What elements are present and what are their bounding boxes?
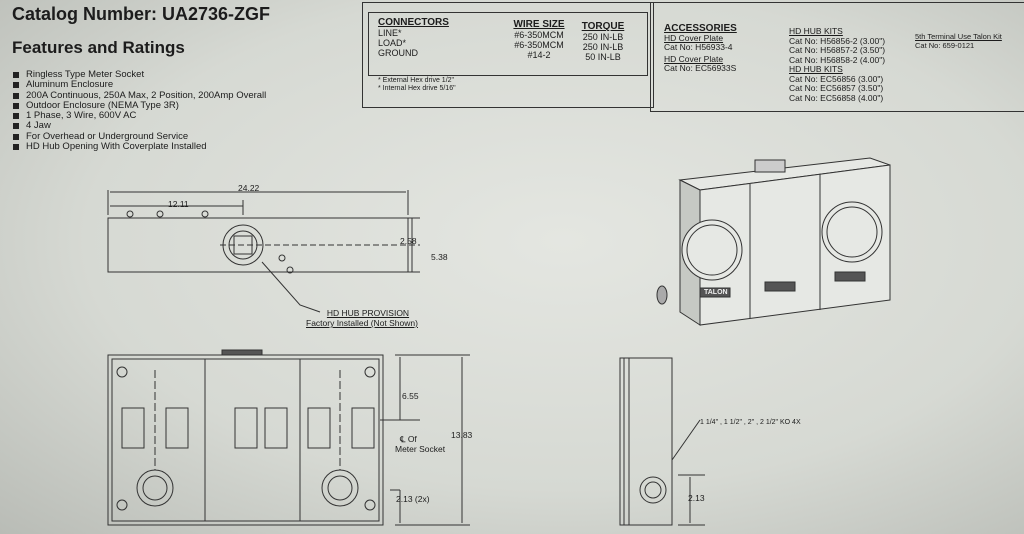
talon-kit: 5th Terminal Use Talon Kit Cat No: 659-0…	[915, 32, 1002, 50]
connector-name: LOAD*	[378, 38, 407, 48]
wire-size: #14-2	[527, 50, 551, 60]
torque-column: TORQUE 250 IN-LB 250 IN-LB 50 IN-LB	[578, 21, 628, 63]
hub-kit-item: Cat No: H56857-2 (3.50")	[789, 45, 886, 55]
top-view-drawing	[107, 190, 420, 313]
cover-plate-cat: Cat No: EC56933S	[664, 63, 737, 73]
dim-side-ko: 2.13	[688, 493, 705, 503]
accessories-box	[650, 2, 1024, 112]
side-view-drawing	[619, 357, 705, 526]
hub-note-title: HD HUB PROVISION	[326, 308, 410, 318]
centerline-text: Meter Socket	[395, 444, 446, 454]
feature-item: 1 Phase, 3 Wire, 600V AC	[12, 110, 266, 121]
dim-ko-offset: 2.13 (2x)	[396, 494, 430, 504]
wire-size-column: WIRE SIZE #6-350MCM #6-350MCM #14-2	[506, 19, 572, 61]
dim-half-width: 12.11	[168, 199, 189, 209]
hub-kit-label: HD HUB KITS	[789, 26, 843, 36]
hub-kit-item: Cat No: EC56856 (3.00")	[789, 73, 884, 84]
cover-plate-label: HD Cover Plate	[664, 32, 724, 43]
features-list: Ringless Type Meter Socket Aluminum Encl…	[12, 69, 266, 152]
dim-overall-width: 24.22	[238, 183, 260, 193]
wire-size: #6-350MCM	[514, 40, 564, 50]
talon-kit-label: 5th Terminal Use Talon Kit	[915, 32, 1002, 41]
feature-item: For Overhead or Underground Service	[12, 131, 266, 142]
hub-kits: HD HUB KITS Cat No: H56856-2 (3.00") Cat…	[789, 26, 886, 103]
feature-item: HD Hub Opening With Coverplate Installed	[12, 141, 266, 152]
section-title: Features and Ratings	[12, 38, 185, 57]
feature-item: Ringless Type Meter Socket	[12, 69, 266, 80]
dim-depth: 5.38	[431, 252, 448, 262]
feature-item: 200A Continuous, 250A Max, 2 Position, 2…	[12, 90, 266, 101]
dim-hub-height: 2.58	[400, 236, 417, 246]
connector-name: LINE*	[378, 28, 402, 38]
hub-kit-label: HD HUB KITS	[789, 64, 843, 74]
hub-kit-item: Cat No: H56856-2 (3.00")	[789, 35, 886, 46]
feature-item: Aluminum Enclosure	[12, 79, 266, 90]
connectors-header: CONNECTORS	[378, 17, 449, 28]
torque: 50 IN-LB	[585, 52, 621, 62]
hub-kit-item: Cat No: EC56858 (4.00")	[789, 92, 884, 103]
feature-item: 4 Jaw	[12, 121, 266, 131]
feature-item: Outdoor Enclosure (NEMA Type 3R)	[12, 100, 266, 111]
hub-kit-item: Cat No: EC56857 (3.50")	[789, 83, 884, 93]
connectors-table	[368, 12, 648, 76]
connectors-column: CONNECTORS LINE* LOAD* GROUND	[378, 17, 449, 59]
connectors-box	[362, 2, 654, 108]
brand-label: TALON	[704, 289, 728, 296]
torque: 250 IN-LB	[582, 32, 624, 42]
accessories-cover-plates: ACCESSORIES HD Cover Plate Cat No: H5693…	[664, 24, 737, 74]
front-view-drawing	[107, 349, 470, 526]
cover-plate-cat: Cat No: H56933-4	[664, 42, 733, 52]
torque: 250 IN-LB	[582, 42, 624, 52]
hub-note-detail: Factory Installed (Not Shown)	[306, 318, 418, 328]
note: * Internal Hex drive 5/16"	[378, 85, 456, 92]
catalog-number: Catalog Number: UA2736-ZGF	[12, 4, 271, 24]
wire-size: #6-350MCM	[514, 30, 564, 40]
dim-top-to-center: 6.55	[402, 391, 419, 401]
dim-height: 13.83	[451, 430, 473, 440]
accessories-title: ACCESSORIES	[664, 23, 737, 34]
connector-notes: * External Hex drive 1/2" * Internal Hex…	[378, 77, 456, 93]
torque-header: TORQUE	[581, 21, 625, 32]
talon-kit-cat: Cat No: 659-0121	[915, 40, 975, 50]
note: * External Hex drive 1/2"	[378, 77, 455, 84]
centerline-symbol: ℄ Of	[400, 434, 417, 444]
hub-note: HD HUB PROVISION Factory Installed (Not …	[306, 308, 418, 328]
cover-plate-label: HD Cover Plate	[664, 53, 724, 64]
hub-kit-item: Cat No: H56858-2 (4.00")	[789, 54, 886, 65]
connector-name: GROUND	[378, 48, 418, 58]
isometric-drawing	[656, 157, 891, 326]
wire-size-header: WIRE SIZE	[513, 19, 565, 30]
centerline-label: ℄ Of Meter Socket	[395, 434, 445, 454]
ko-note: 1 1/4" , 1 1/2" , 2" , 2 1/2" KO 4X	[700, 419, 801, 426]
